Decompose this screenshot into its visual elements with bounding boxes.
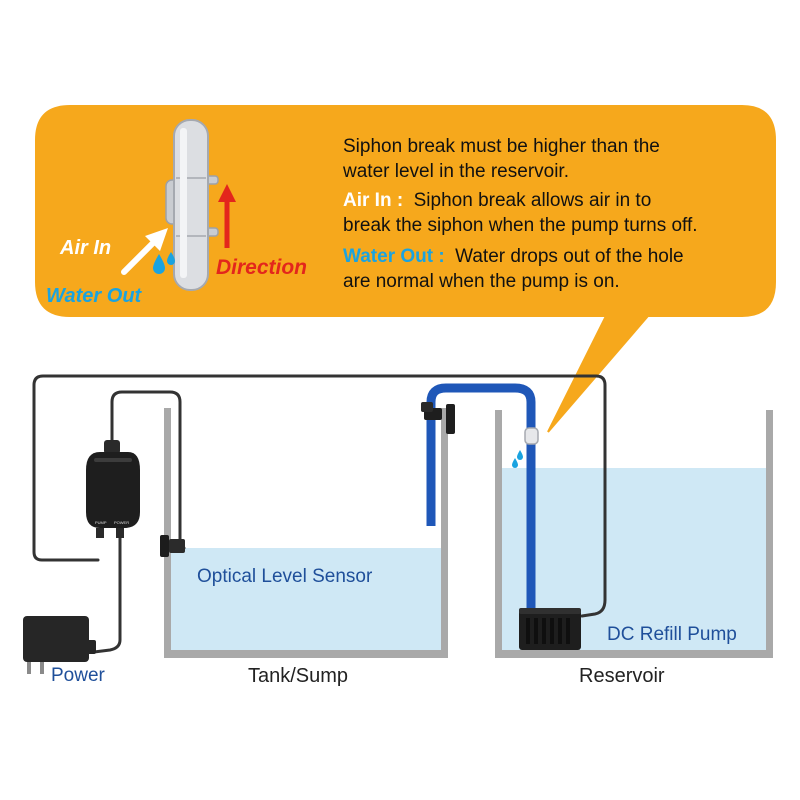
siphon-break-on-hose: [524, 427, 539, 445]
air-in-illustration-label: Air In: [59, 237, 111, 259]
direction-label: Direction: [216, 256, 307, 279]
water-out-title: Water Out :: [343, 246, 445, 267]
siphon-break-illustration: [165, 119, 219, 291]
water-out-illustration-label: Water Out: [46, 285, 143, 307]
tank-sump-label: Tank/Sump: [248, 665, 348, 687]
dc-refill-pump-label: DC Refill Pump: [607, 624, 737, 645]
water-drip-icon: [512, 450, 523, 468]
note-line-2: water level in the reservoir.: [342, 161, 569, 182]
controller-port-pump-label: PUMP: [95, 520, 107, 525]
siphon-break-body: [173, 119, 209, 291]
air-in-title: Air In :: [343, 190, 403, 211]
water-out-description: Water Out : Water drops out of the hole: [343, 246, 684, 267]
water-drop-icon: [153, 252, 175, 274]
air-in-line-2: break the siphon when the pump turns off…: [343, 215, 698, 236]
reservoir-label: Reservoir: [579, 665, 665, 687]
callout-bubble: [35, 105, 776, 433]
direction-arrow-icon: [218, 184, 236, 248]
sump-water: [171, 548, 441, 650]
dc-refill-pump: [519, 608, 581, 650]
sump-tank: [164, 408, 448, 658]
reservoir-tank: [495, 410, 773, 658]
water-out-line-1: Water drops out of the hole: [455, 246, 683, 267]
water-out-line-2: are normal when the pump is on.: [343, 271, 620, 292]
power-label: Power: [51, 665, 106, 686]
optical-level-sensor-label: Optical Level Sensor: [197, 566, 373, 587]
optical-level-sensor: [160, 535, 185, 557]
blue-hose: [426, 383, 536, 612]
air-in-line-1: Siphon break allows air in to: [414, 190, 652, 211]
note-line-1: Siphon break must be higher than the: [343, 136, 660, 157]
cables: [32, 374, 607, 654]
air-in-description: Air In : Siphon break allows air in to: [343, 190, 651, 211]
controller-unit: PUMP POWER: [86, 440, 140, 538]
controller-port-power-label: POWER: [114, 520, 129, 525]
callout-shape: [35, 105, 776, 433]
power-adapter-icon: [23, 616, 96, 674]
air-in-arrow-icon: [121, 228, 168, 275]
hose-clip: [421, 402, 455, 434]
